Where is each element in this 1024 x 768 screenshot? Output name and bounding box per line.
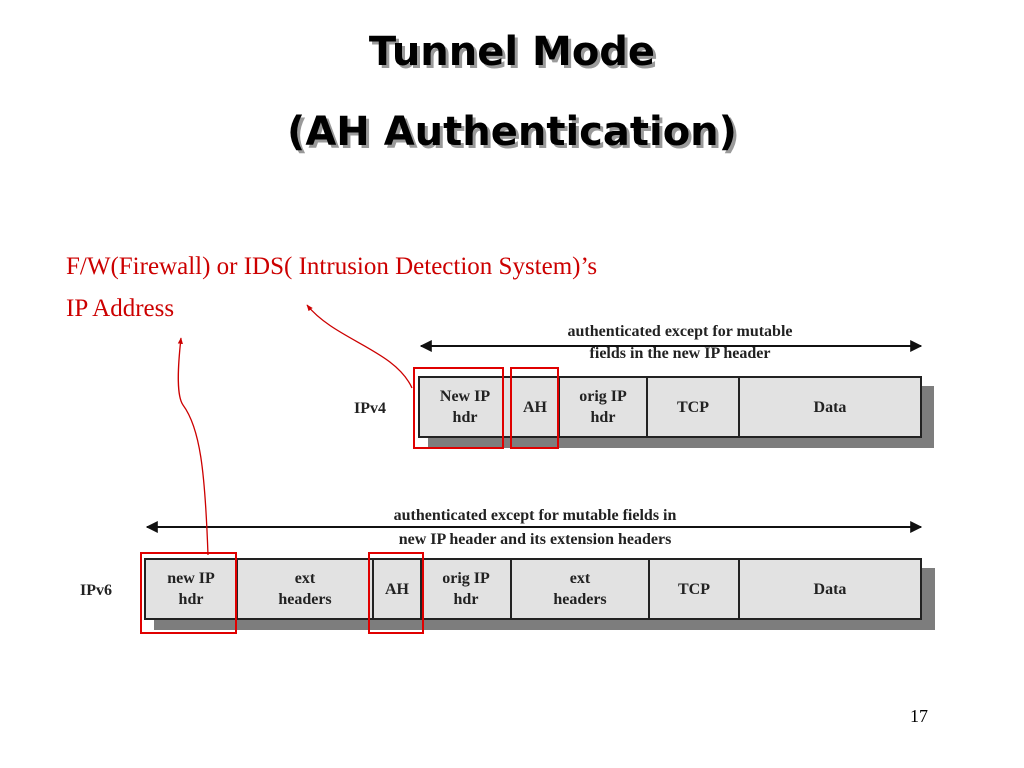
ipv4-field-tcp: TCP (648, 378, 740, 436)
ipv4-field-orig-ip-hdr: orig IP hdr (560, 378, 648, 436)
highlight-ipv6-new-ip-hdr (140, 552, 237, 634)
ipv6-field-orig-ip-hdr: orig IP hdr (422, 560, 512, 618)
ipv6-span-label-line1: authenticated except for mutable fields … (393, 507, 677, 524)
highlight-ipv6-ah (368, 552, 424, 634)
annotation-line2: IP Address (66, 295, 175, 322)
ipv6-field-new-ip-hdr: new IP hdr (146, 560, 238, 618)
slide-title-line1: Tunnel Mode (368, 29, 656, 75)
ipv6-field-data: Data (813, 580, 847, 598)
highlight-ipv4-new-ip-hdr (413, 367, 504, 449)
ipv6-label: IPv6 (80, 582, 112, 599)
ipv4-span-label-line1: authenticated except for mutable (567, 323, 793, 340)
highlight-ipv4-ah (510, 367, 559, 449)
slide-title-line2: (AH Authentication) (287, 109, 737, 155)
ipv4-field-ah: AH (512, 378, 560, 436)
ipv6-packet: new IP hdr ext headers AH orig IP hdr ex… (144, 558, 922, 620)
ipv4-label: IPv4 (354, 400, 386, 417)
ipv6-field-ext-headers: ext headers (238, 560, 374, 618)
annotation-arrow-ipv4 (306, 304, 413, 389)
annotation-line1: F/W(Firewall) or IDS( Intrusion Detectio… (66, 253, 598, 280)
ipv6-field-ext-headers-2: ext headers (512, 560, 650, 618)
annotation-arrow-ipv6 (177, 337, 209, 556)
ipv6-span-label-line2: new IP header and its extension headers (398, 531, 672, 548)
ipv6-field-ah: AH (374, 560, 422, 618)
page-number: 17 (910, 706, 928, 726)
ipv6-field-tcp: TCP (650, 560, 740, 618)
ipv4-field-data: Data (813, 398, 847, 416)
